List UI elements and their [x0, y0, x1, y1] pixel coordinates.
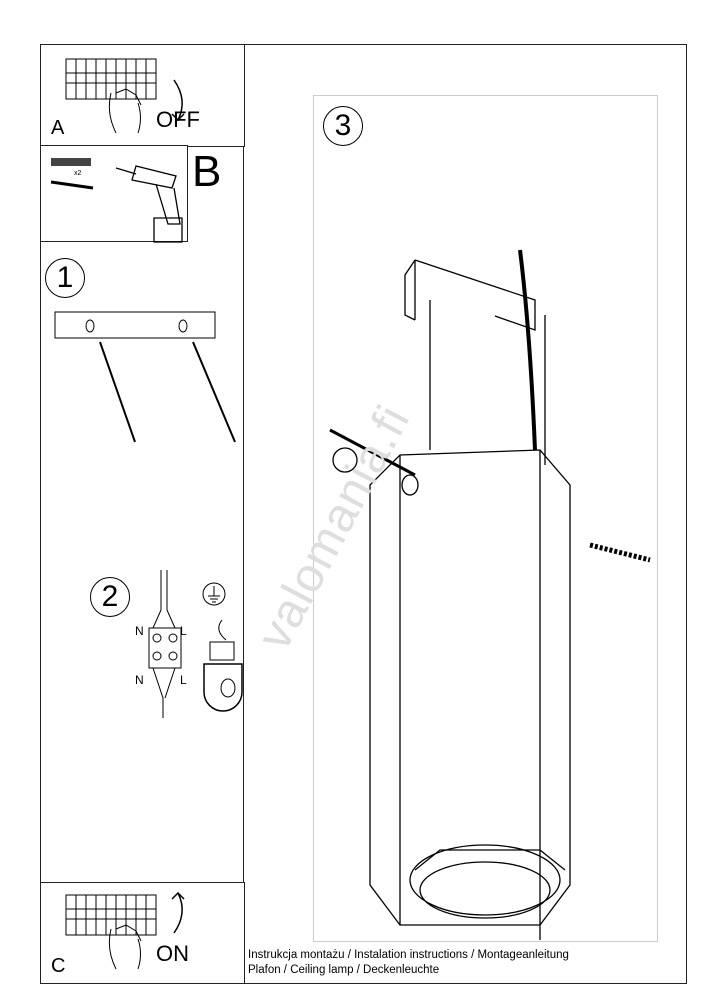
ground-terminal-icon — [202, 582, 243, 712]
ceiling-drilling-diagram — [54, 311, 236, 443]
footer: Instrukcja montażu / Instalation instruc… — [248, 948, 569, 978]
step-b-box: x2 — [40, 145, 188, 243]
step-c-on-label: ON — [156, 941, 189, 966]
step-2-number: 2 — [90, 577, 130, 617]
page-frame — [40, 44, 687, 984]
drill-icon — [115, 165, 183, 243]
breaker-panel-icon — [65, 58, 157, 134]
step-1-number: 1 — [45, 258, 85, 298]
arrow-down-icon — [171, 79, 185, 122]
step-a-off-label: OFF — [156, 107, 200, 132]
step-3-number: 3 — [323, 106, 363, 146]
wire-label-l-bottom: L — [180, 673, 187, 687]
ceiling-lamp-diagram — [329, 249, 651, 940]
step-c-box: C ON — [40, 882, 245, 984]
wall-plug-icon — [50, 158, 94, 190]
terminal-block-diagram — [148, 570, 182, 718]
step-a-box: A OFF — [40, 44, 245, 147]
quantity-label: x2 — [74, 170, 82, 177]
step-b-letter: B — [192, 147, 222, 196]
wire-label-l-top: L — [180, 624, 187, 638]
step-c-letter: C — [51, 955, 66, 977]
wire-label-n-bottom: N — [135, 673, 144, 687]
breaker-panel-icon — [65, 894, 157, 970]
wire-label-n-top: N — [135, 624, 144, 638]
column-divider — [243, 44, 244, 884]
footer-line-2: Plafon / Ceiling lamp / Deckenleuchte — [248, 964, 440, 976]
step-3-panel — [313, 95, 658, 942]
step-a-letter: A — [51, 117, 65, 139]
arrow-up-icon — [171, 891, 185, 934]
footer-line-1: Instrukcja montażu / Instalation instruc… — [248, 949, 569, 961]
